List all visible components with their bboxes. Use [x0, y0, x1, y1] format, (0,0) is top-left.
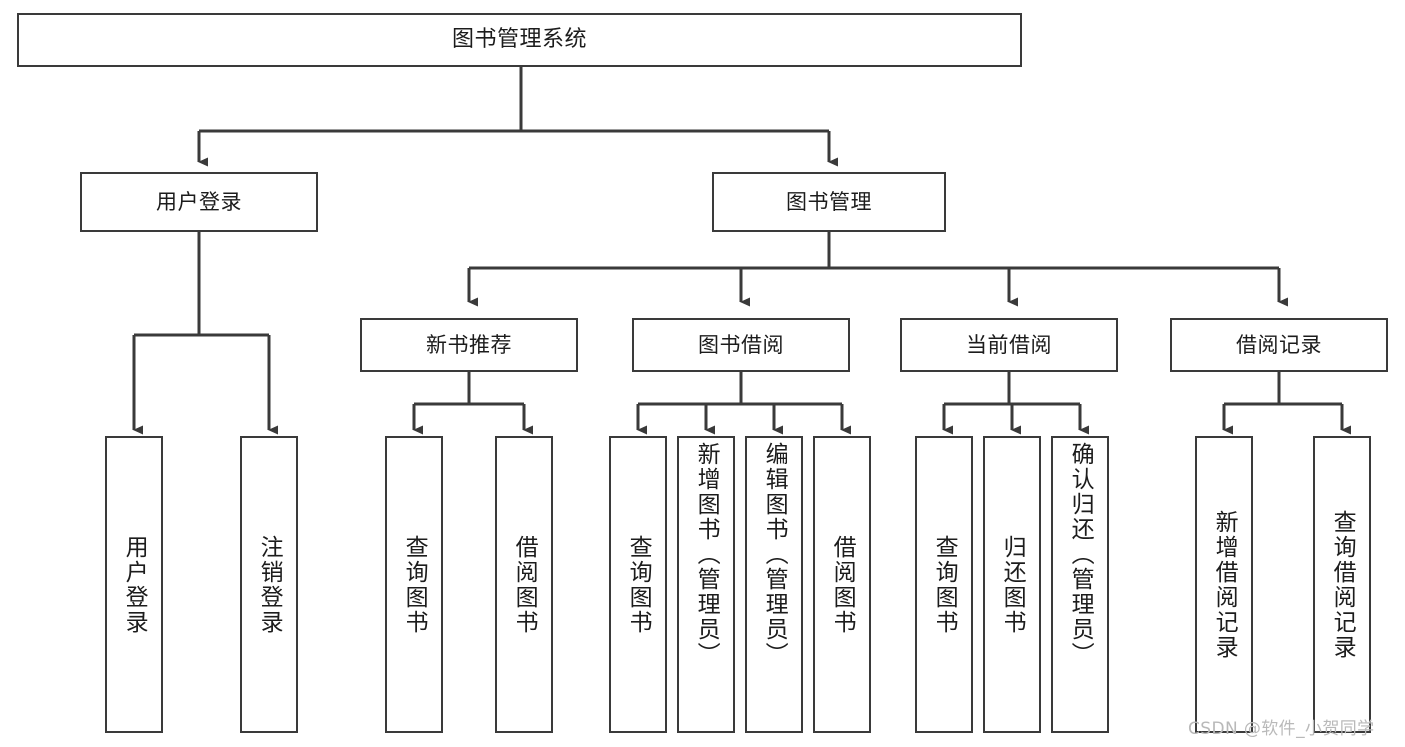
edges-book-management-to-level3 [467, 232, 1288, 307]
watermark-text: CSDN @软件_小贺同学 [1188, 719, 1375, 739]
node-label: 新增图书（管理员） [693, 442, 720, 667]
node-user-login[interactable]: 用户登录 [80, 172, 318, 232]
node-label: 用户登录 [121, 534, 148, 635]
node-label: 用户登录 [156, 189, 242, 214]
node-label: 图书借阅 [698, 332, 784, 357]
node-leaf-confirm-return[interactable]: 确认归还（管理员） [1051, 436, 1109, 733]
node-leaf-query-book-1[interactable]: 查询图书 [385, 436, 443, 733]
node-leaf-logout-login[interactable]: 注销登录 [240, 436, 298, 733]
node-leaf-query-book-3[interactable]: 查询图书 [915, 436, 973, 733]
node-label: 确认归还（管理员） [1067, 442, 1094, 667]
node-label: 查询图书 [931, 534, 958, 635]
node-root-system[interactable]: 图书管理系统 [17, 13, 1022, 67]
node-label: 查询图书 [401, 534, 428, 635]
node-label: 图书管理系统 [451, 27, 587, 53]
node-label: 当前借阅 [966, 332, 1052, 357]
node-leaf-return-book[interactable]: 归还图书 [983, 436, 1041, 733]
node-leaf-borrow-book-2[interactable]: 借阅图书 [813, 436, 871, 733]
node-label: 新增借阅记录 [1211, 509, 1238, 660]
node-leaf-user-login[interactable]: 用户登录 [105, 436, 163, 733]
node-book-borrow[interactable]: 图书借阅 [632, 318, 850, 372]
node-label: 借阅图书 [829, 534, 856, 635]
edges-user-login-to-leaves [132, 232, 278, 435]
node-label: 借阅图书 [511, 534, 538, 635]
edges-current-borrow-to-leaves [942, 372, 1089, 435]
node-leaf-borrow-book-1[interactable]: 借阅图书 [495, 436, 553, 733]
node-book-management[interactable]: 图书管理 [712, 172, 946, 232]
node-current-borrow[interactable]: 当前借阅 [900, 318, 1118, 372]
node-leaf-add-record[interactable]: 新增借阅记录 [1195, 436, 1253, 733]
node-label: 新书推荐 [426, 332, 512, 357]
node-label: 图书管理 [786, 189, 872, 214]
node-borrow-record[interactable]: 借阅记录 [1170, 318, 1388, 372]
node-label: 查询借阅记录 [1329, 509, 1356, 660]
node-label: 归还图书 [999, 534, 1026, 635]
node-leaf-query-record[interactable]: 查询借阅记录 [1313, 436, 1371, 733]
node-leaf-edit-book[interactable]: 编辑图书（管理员） [745, 436, 803, 733]
node-leaf-query-book-2[interactable]: 查询图书 [609, 436, 667, 733]
node-label: 借阅记录 [1236, 332, 1322, 357]
edges-book-borrow-to-leaves [636, 372, 851, 435]
edges-borrow-record-to-leaves [1222, 372, 1351, 435]
node-label: 注销登录 [256, 534, 283, 635]
node-label: 编辑图书（管理员） [761, 442, 788, 667]
node-leaf-add-book[interactable]: 新增图书（管理员） [677, 436, 735, 733]
node-label: 查询图书 [625, 534, 652, 635]
edges-new-book-recommend-to-leaves [412, 372, 533, 435]
node-new-book-recommend[interactable]: 新书推荐 [360, 318, 578, 372]
edges-root-to-level2 [197, 67, 838, 167]
